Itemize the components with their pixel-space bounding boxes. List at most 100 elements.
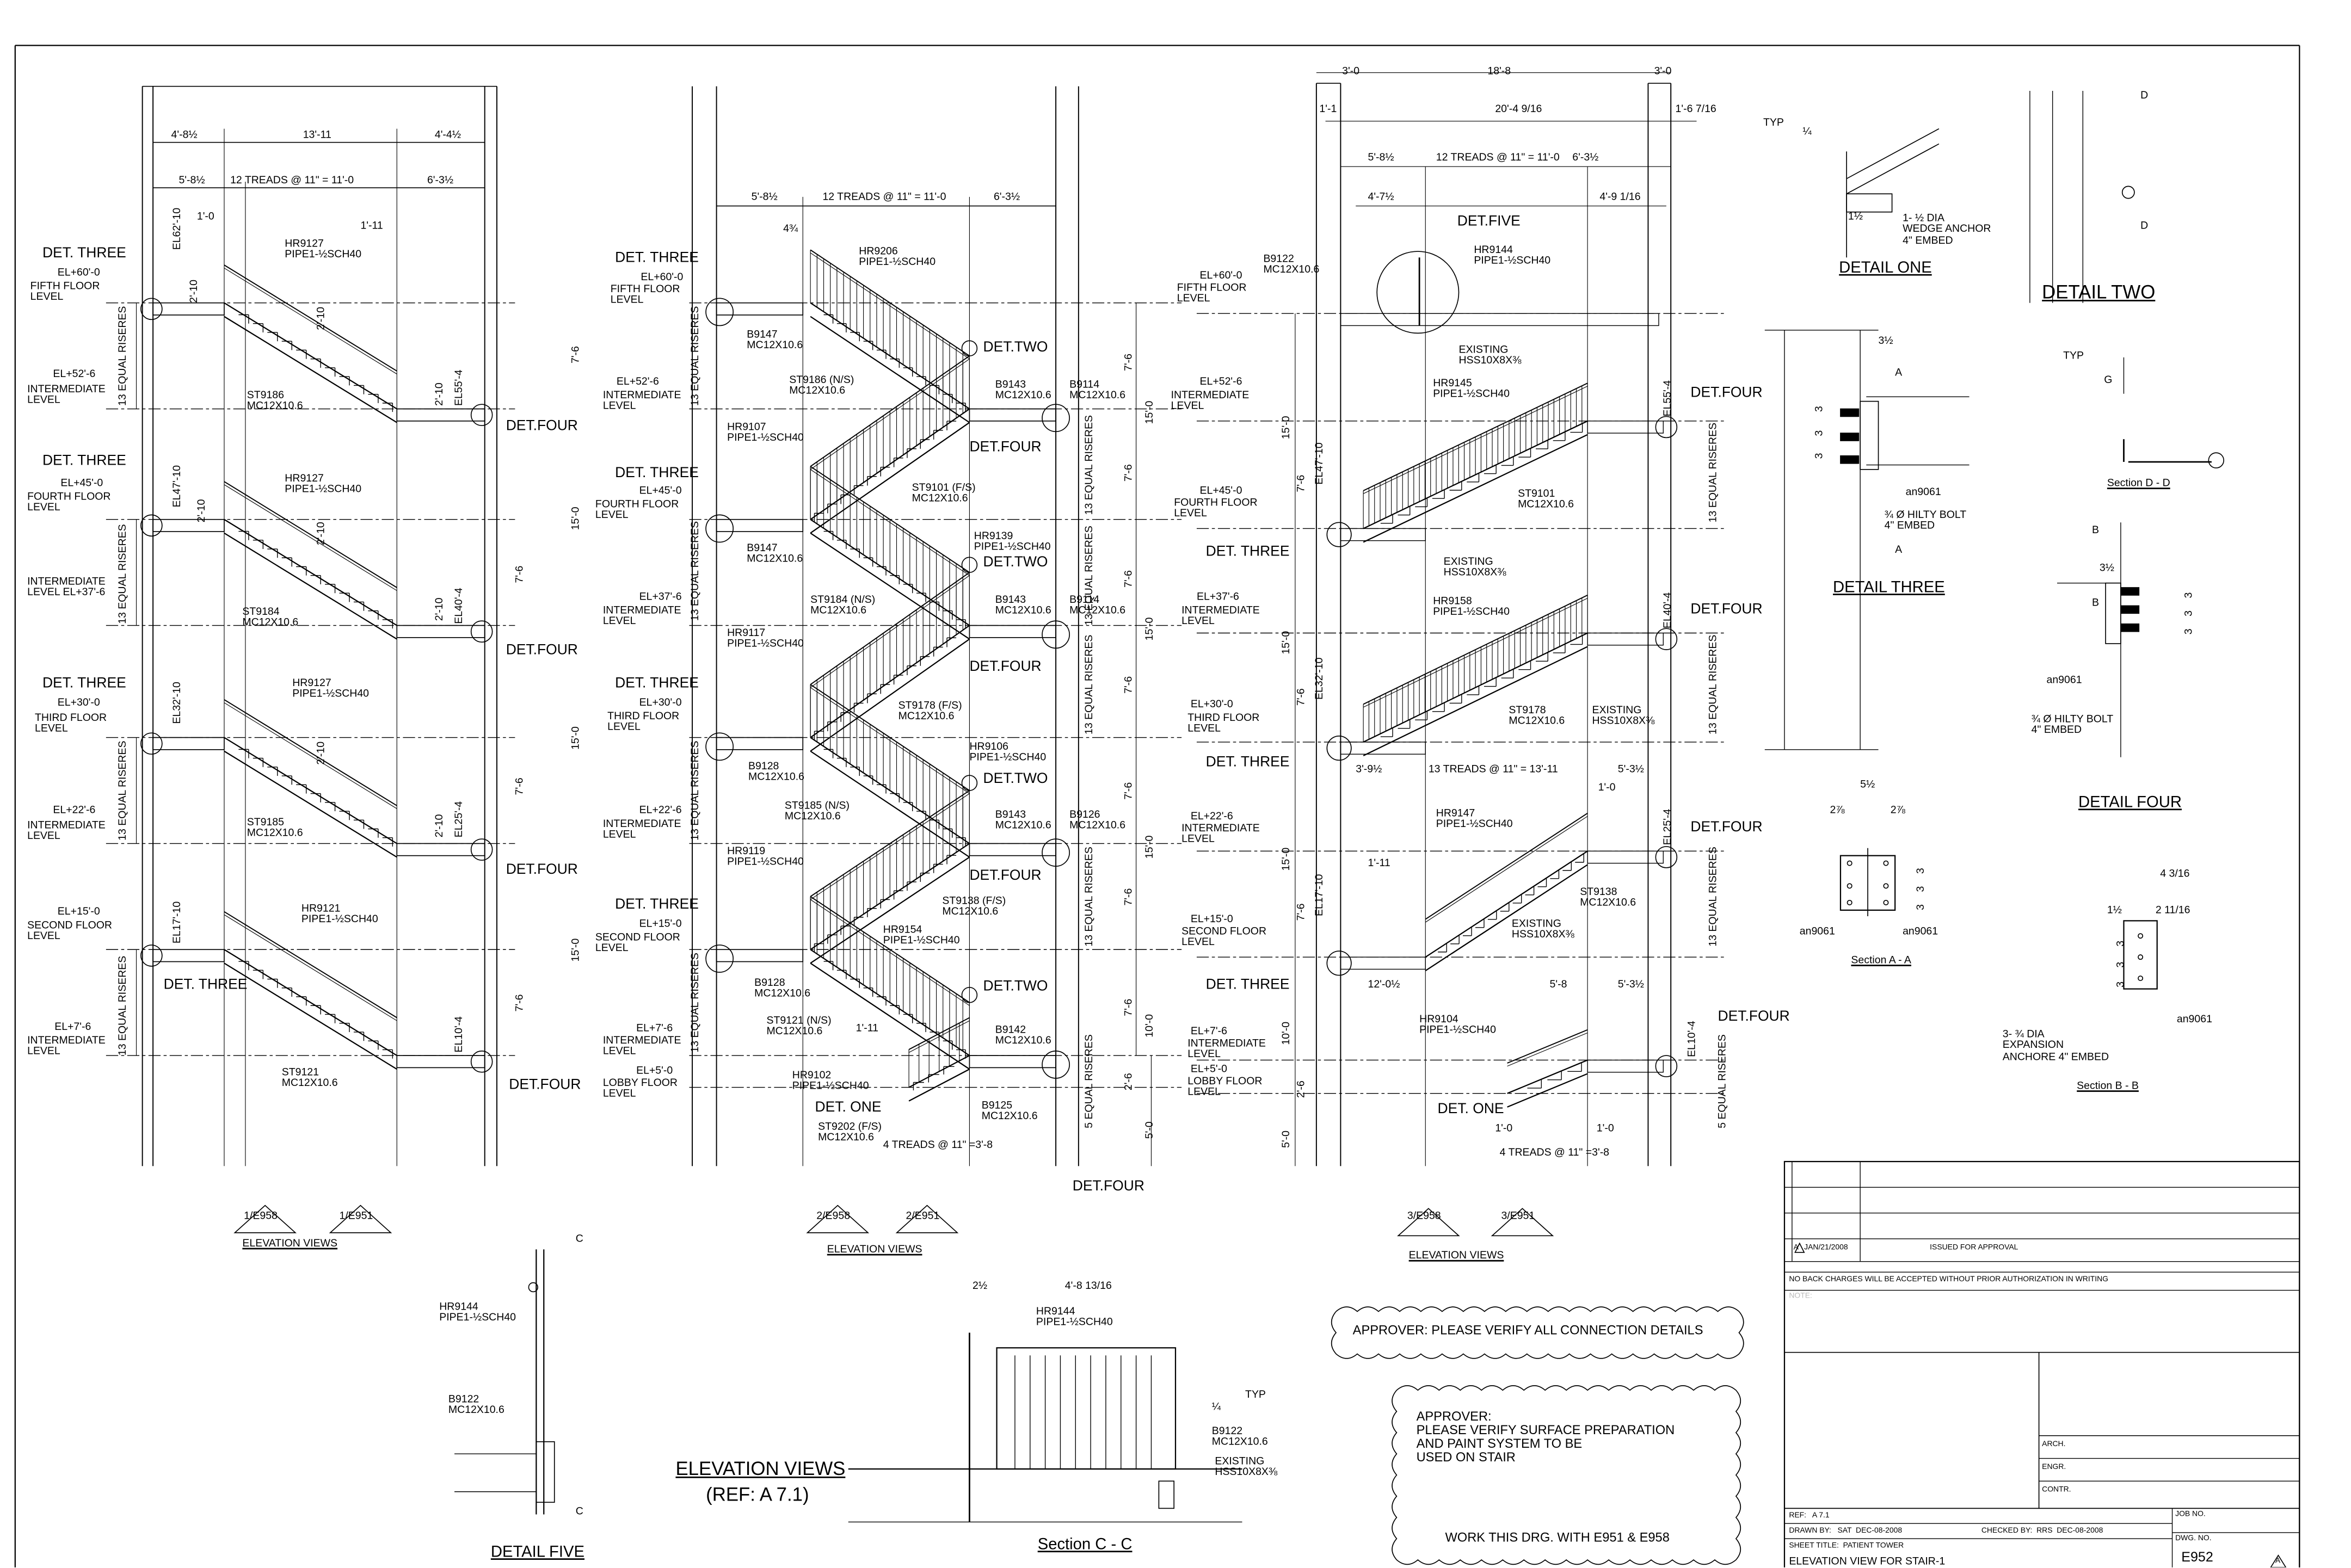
drawing-label: ST9185 (N/S) MC12X10.6 xyxy=(784,801,850,823)
stringer xyxy=(1363,646,1588,756)
detail-circle xyxy=(1042,404,1070,433)
detail-circle xyxy=(1326,950,1352,976)
drawing-label: D xyxy=(2140,91,2149,102)
drawing-label: HR9107 PIPE1-½SCH40 xyxy=(727,422,804,445)
section-marker xyxy=(233,1205,297,1233)
landing xyxy=(969,408,1056,422)
drawing-label: 13 EQUAL RISERES xyxy=(691,953,701,1053)
section-marker xyxy=(895,1205,959,1233)
drawing-label: A xyxy=(1895,368,1903,379)
drawing-label: EL10'-4 xyxy=(1687,1021,1698,1057)
drawing-label: EL+22'-6 xyxy=(639,805,682,817)
detail-circle xyxy=(705,514,734,543)
drawing-label: 5 EQUAL RISERES xyxy=(1718,1034,1728,1128)
stringer xyxy=(224,532,397,640)
drawing-label: B9126 MC12X10.6 xyxy=(1069,810,1126,832)
drawing-label: 2'-10 xyxy=(434,382,446,406)
detail-circle xyxy=(1655,1055,1678,1077)
drawing-label: SECOND FLOOR LEVEL xyxy=(27,921,113,943)
drawing-label: ST9178 (F/S) MC12X10.6 xyxy=(898,701,962,723)
stringer xyxy=(224,316,397,423)
section-reference-marker[interactable]: 1/E951 xyxy=(339,1211,373,1223)
section-reference-marker[interactable]: 3/E951 xyxy=(1501,1211,1535,1223)
landing xyxy=(152,518,225,532)
landing xyxy=(1340,528,1426,541)
title-block-frame xyxy=(1783,1160,2300,1567)
drawing-label: TYP xyxy=(2063,351,2084,362)
detail-three-callout: DET. THREE xyxy=(615,675,699,693)
drawing-label: EL+7'-6 xyxy=(1190,1027,1227,1038)
drawing-label: EL+15'-0 xyxy=(639,919,682,930)
drawing-label: 3'-0 xyxy=(1342,66,1360,77)
landing xyxy=(1340,956,1426,970)
hilty-bolt xyxy=(2120,623,2140,632)
drawing-label: B xyxy=(2092,598,2100,609)
hilty-bolt xyxy=(1840,455,1860,464)
landing xyxy=(969,1055,1056,1069)
drawing-label: EXISTING HSS10X8X⅜ xyxy=(1215,1456,1278,1479)
drawing-label: 7'-6 xyxy=(1124,888,1135,906)
detail-two-callout: DET.TWO xyxy=(983,554,1048,571)
detail-circle xyxy=(1042,838,1070,867)
drawing-label: 1½ xyxy=(1848,212,1863,223)
drawing-label: ST9186 MC12X10.6 xyxy=(247,391,303,413)
drawing-label: SECOND FLOOR LEVEL xyxy=(595,933,680,955)
section-reference-marker[interactable]: 2/E958 xyxy=(816,1211,851,1223)
drawing-label: 7'-6 xyxy=(1296,903,1308,921)
drawing-label: 3 xyxy=(2116,940,2127,947)
anchor xyxy=(2138,976,2144,981)
drawing-label: 2⅞ xyxy=(1890,805,1905,817)
detail-four-callout: DET.FOUR xyxy=(506,642,578,659)
drawing-label: EL10'-4 xyxy=(454,1016,465,1053)
handrail xyxy=(1425,812,1588,920)
view-title: Section C - C xyxy=(1037,1535,1133,1554)
detail-circle xyxy=(961,987,978,1003)
drawing-label: EL+60'-0 xyxy=(1199,271,1242,282)
drawing-label: FOURTH FLOOR LEVEL xyxy=(595,499,679,522)
drawing-label: 1'-0 xyxy=(1495,1123,1513,1134)
detail-circle xyxy=(140,298,163,320)
detail-circle xyxy=(1376,251,1460,334)
drawing-label: 5'-3½ xyxy=(1617,979,1644,991)
drawing-label: 13 EQUAL RISERES xyxy=(118,740,129,841)
section-reference-marker[interactable]: 1/E958 xyxy=(244,1211,278,1223)
drawing-label: THIRD FLOOR LEVEL xyxy=(1187,713,1260,735)
detail-four-callout: DET.FOUR xyxy=(969,658,1042,676)
rail-section xyxy=(2121,186,2135,199)
drawing-label: EL62'-10 xyxy=(173,207,183,250)
view-title: Section A - A xyxy=(1851,955,1911,966)
drawing-label: 15'-0 xyxy=(1281,631,1293,655)
drawing-label: 4'-8½ xyxy=(171,130,198,141)
drawing-label: 4'-9 1/16 xyxy=(1599,192,1641,203)
section-marker xyxy=(806,1205,870,1233)
revision-mark: A xyxy=(1793,1243,1799,1252)
drawing-label: 10'-0 xyxy=(1145,1014,1156,1038)
drawing-label: 13 EQUAL RISERES xyxy=(1084,847,1096,947)
detail-three-callout: DET. THREE xyxy=(615,465,699,482)
drawing-label: HR9127 PIPE1-½SCH40 xyxy=(285,239,362,261)
drawing-label: an9061 xyxy=(1799,927,1835,937)
drawing-label: ST9101 (F/S) MC12X10.6 xyxy=(912,483,976,505)
drawing-label: 2'-6 xyxy=(1296,1081,1308,1098)
drawing-label: INTERMEDIATE LEVEL xyxy=(1187,1039,1266,1061)
section-reference-marker[interactable]: 3/E958 xyxy=(1407,1211,1441,1223)
stringer xyxy=(1507,1073,1588,1108)
detail-two-callout: DET.TWO xyxy=(983,770,1048,788)
drawing-label: INTERMEDIATE LEVEL xyxy=(602,819,681,841)
handrail xyxy=(224,268,397,374)
drawing-label: 4 TREADS @ 11" =3'-8 xyxy=(1499,1147,1610,1159)
drawing-label: 2'-10 xyxy=(434,814,446,838)
drawing-label: INTERMEDIATE LEVEL xyxy=(27,1035,106,1058)
drawing-label: INTERMEDIATE LEVEL EL+37'-6 xyxy=(27,577,106,599)
drawing-label: 7'-6 xyxy=(515,565,526,583)
drawing-label: 2'-10 xyxy=(316,741,328,765)
section-reference-marker[interactable]: 2/E951 xyxy=(906,1211,940,1223)
drawing-label: 1'-0 xyxy=(196,212,214,223)
drawing-label: 7'-6 xyxy=(571,346,582,364)
note-label: NOTE: xyxy=(1789,1292,1812,1301)
drawing-label: 7'-6 xyxy=(515,777,526,795)
drawing-label: 3 xyxy=(2184,610,2195,616)
line xyxy=(1846,128,1940,180)
drawing-label: 1'-11 xyxy=(360,221,383,232)
